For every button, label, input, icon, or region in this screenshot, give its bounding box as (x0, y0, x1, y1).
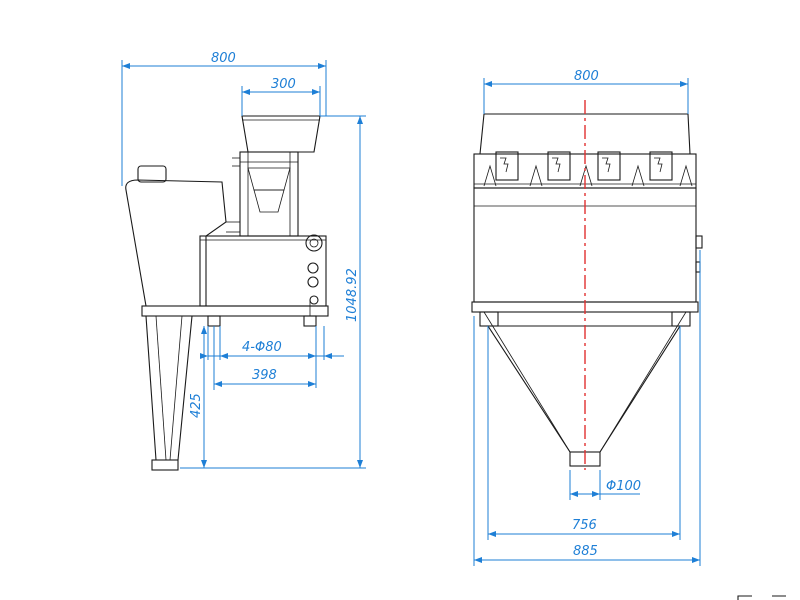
base-plate (141, 305, 329, 317)
front-foot-right (671, 311, 691, 327)
dim-front-top-width: 800 (574, 69, 599, 84)
side-fitting (695, 235, 703, 249)
knob-icon (305, 234, 323, 252)
front-dimensions: 800 Φ100 756 885 (473, 69, 701, 566)
discharge-funnel (486, 325, 682, 453)
dim-overall-height: 1048.92 (345, 268, 360, 322)
button-icon (309, 295, 319, 305)
switch-icon-2 (307, 276, 319, 288)
top-hopper (241, 115, 321, 153)
front-view (471, 100, 703, 470)
side-housing (125, 179, 227, 307)
weigh-frame (239, 151, 299, 237)
mount-foot-left (207, 315, 221, 327)
dim-base-span: 756 (572, 518, 597, 533)
leg-foot (151, 459, 179, 471)
title-block-edge (737, 595, 786, 600)
dim-mount-holes: 4-Φ80 (242, 340, 282, 355)
side-dimensions: 800 300 1048.92 4-Φ80 398 (121, 51, 366, 469)
dim-overall-width: 800 (211, 51, 236, 66)
top-box (137, 165, 167, 183)
dim-hopper-width: 300 (271, 77, 296, 92)
dim-front-overall-width: 885 (573, 544, 598, 559)
switch-icon (307, 262, 319, 274)
dim-outlet-diameter: Φ100 (606, 479, 641, 494)
mount-foot-right (303, 315, 317, 327)
side-view (125, 115, 329, 471)
dim-leg-height: 425 (189, 393, 204, 418)
front-foot-left (479, 311, 499, 327)
support-leg (145, 315, 193, 461)
dim-hole-spacing: 398 (252, 368, 277, 383)
